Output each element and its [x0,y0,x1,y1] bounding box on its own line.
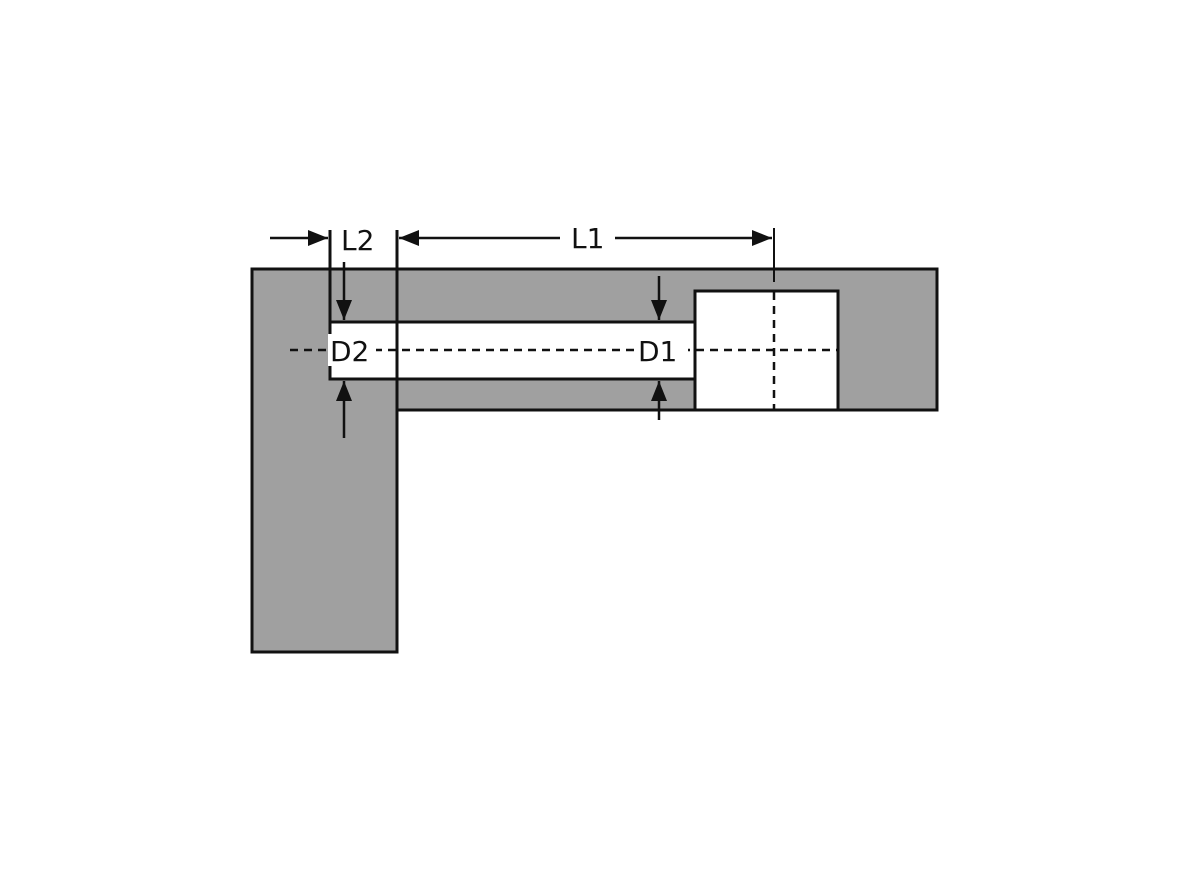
label-d1: D1 [638,335,677,368]
label-d2: D2 [330,335,369,368]
label-l1: L1 [571,222,604,255]
label-l2: L2 [341,224,374,257]
